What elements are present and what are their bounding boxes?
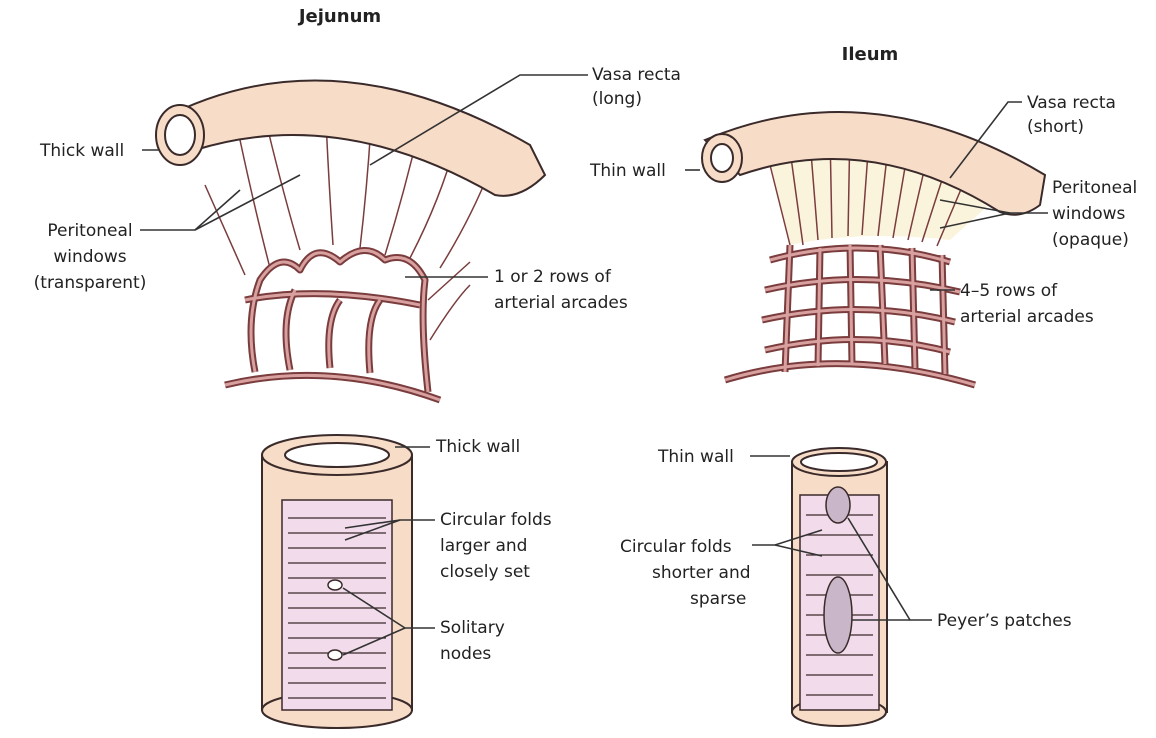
jejunum-tube-thick-wall-label: Thick wall — [435, 437, 520, 457]
ileum-title: Ileum — [842, 44, 899, 65]
ileum-arcades-label-line1: 4–5 rows of — [960, 281, 1058, 301]
peyers-patch-top — [826, 487, 850, 523]
ileum-peritoneal-label-line3: (opaque) — [1052, 230, 1129, 250]
ileum-peritoneal-label-line2: windows — [1052, 204, 1125, 224]
ileum-arterial-arcades — [725, 245, 975, 385]
peyers-patch-bottom — [824, 577, 852, 653]
jejunum-mesentery — [156, 80, 545, 400]
ileum-peritoneal-label-line1: Peritoneal — [1052, 178, 1137, 198]
ileum-mesentery — [702, 112, 1045, 385]
jejunum-peritoneal-label-line3: (transparent) — [34, 273, 147, 293]
jejunum-folds-label-line2: larger and — [440, 536, 527, 556]
ileum-folds-label-line2: shorter and — [652, 563, 751, 583]
ileum-tube — [792, 448, 887, 726]
peyers-patches-label: Peyer’s patches — [937, 611, 1072, 631]
ileum-tube-thin-wall-label: Thin wall — [657, 447, 734, 467]
jejunum-vasa-recta-label-line1: Vasa recta — [592, 65, 681, 85]
solitary-nodes-label-line1: Solitary — [440, 618, 505, 638]
jejunum-folds-label-line3: closely set — [440, 562, 530, 582]
jejunum-arterial-arcades — [225, 250, 470, 400]
jejunum-folds-label-line1: Circular folds — [440, 510, 552, 530]
jejunum-tube — [262, 435, 412, 728]
jejunum-vasa-recta-label-line2: (long) — [592, 89, 642, 109]
jejunum-intestine-loop — [156, 80, 545, 195]
solitary-node-bottom — [328, 650, 342, 660]
jejunum-title: Jejunum — [297, 6, 381, 27]
jejunum-arcades-label-line2: arterial arcades — [494, 293, 628, 313]
ileum-vasa-recta-label-line1: Vasa recta — [1027, 93, 1116, 113]
ileum-folds-label-line1: Circular folds — [620, 537, 732, 557]
solitary-nodes-label-line2: nodes — [440, 644, 491, 664]
ileum-thin-wall-label: Thin wall — [589, 161, 666, 181]
jejunum-arcades-label-line1: 1 or 2 rows of — [494, 267, 612, 287]
solitary-node-top — [328, 580, 342, 590]
jejunum-thick-wall-label: Thick wall — [39, 141, 124, 161]
jejunum-peritoneal-label-line1: Peritoneal — [47, 221, 132, 241]
ileum-vasa-recta-label-line2: (short) — [1027, 117, 1084, 137]
jejunum-peritoneal-label-line2: windows — [53, 247, 126, 267]
ileum-arcades-label-line2: arterial arcades — [960, 307, 1094, 327]
ileum-folds-label-line3: sparse — [690, 589, 746, 609]
